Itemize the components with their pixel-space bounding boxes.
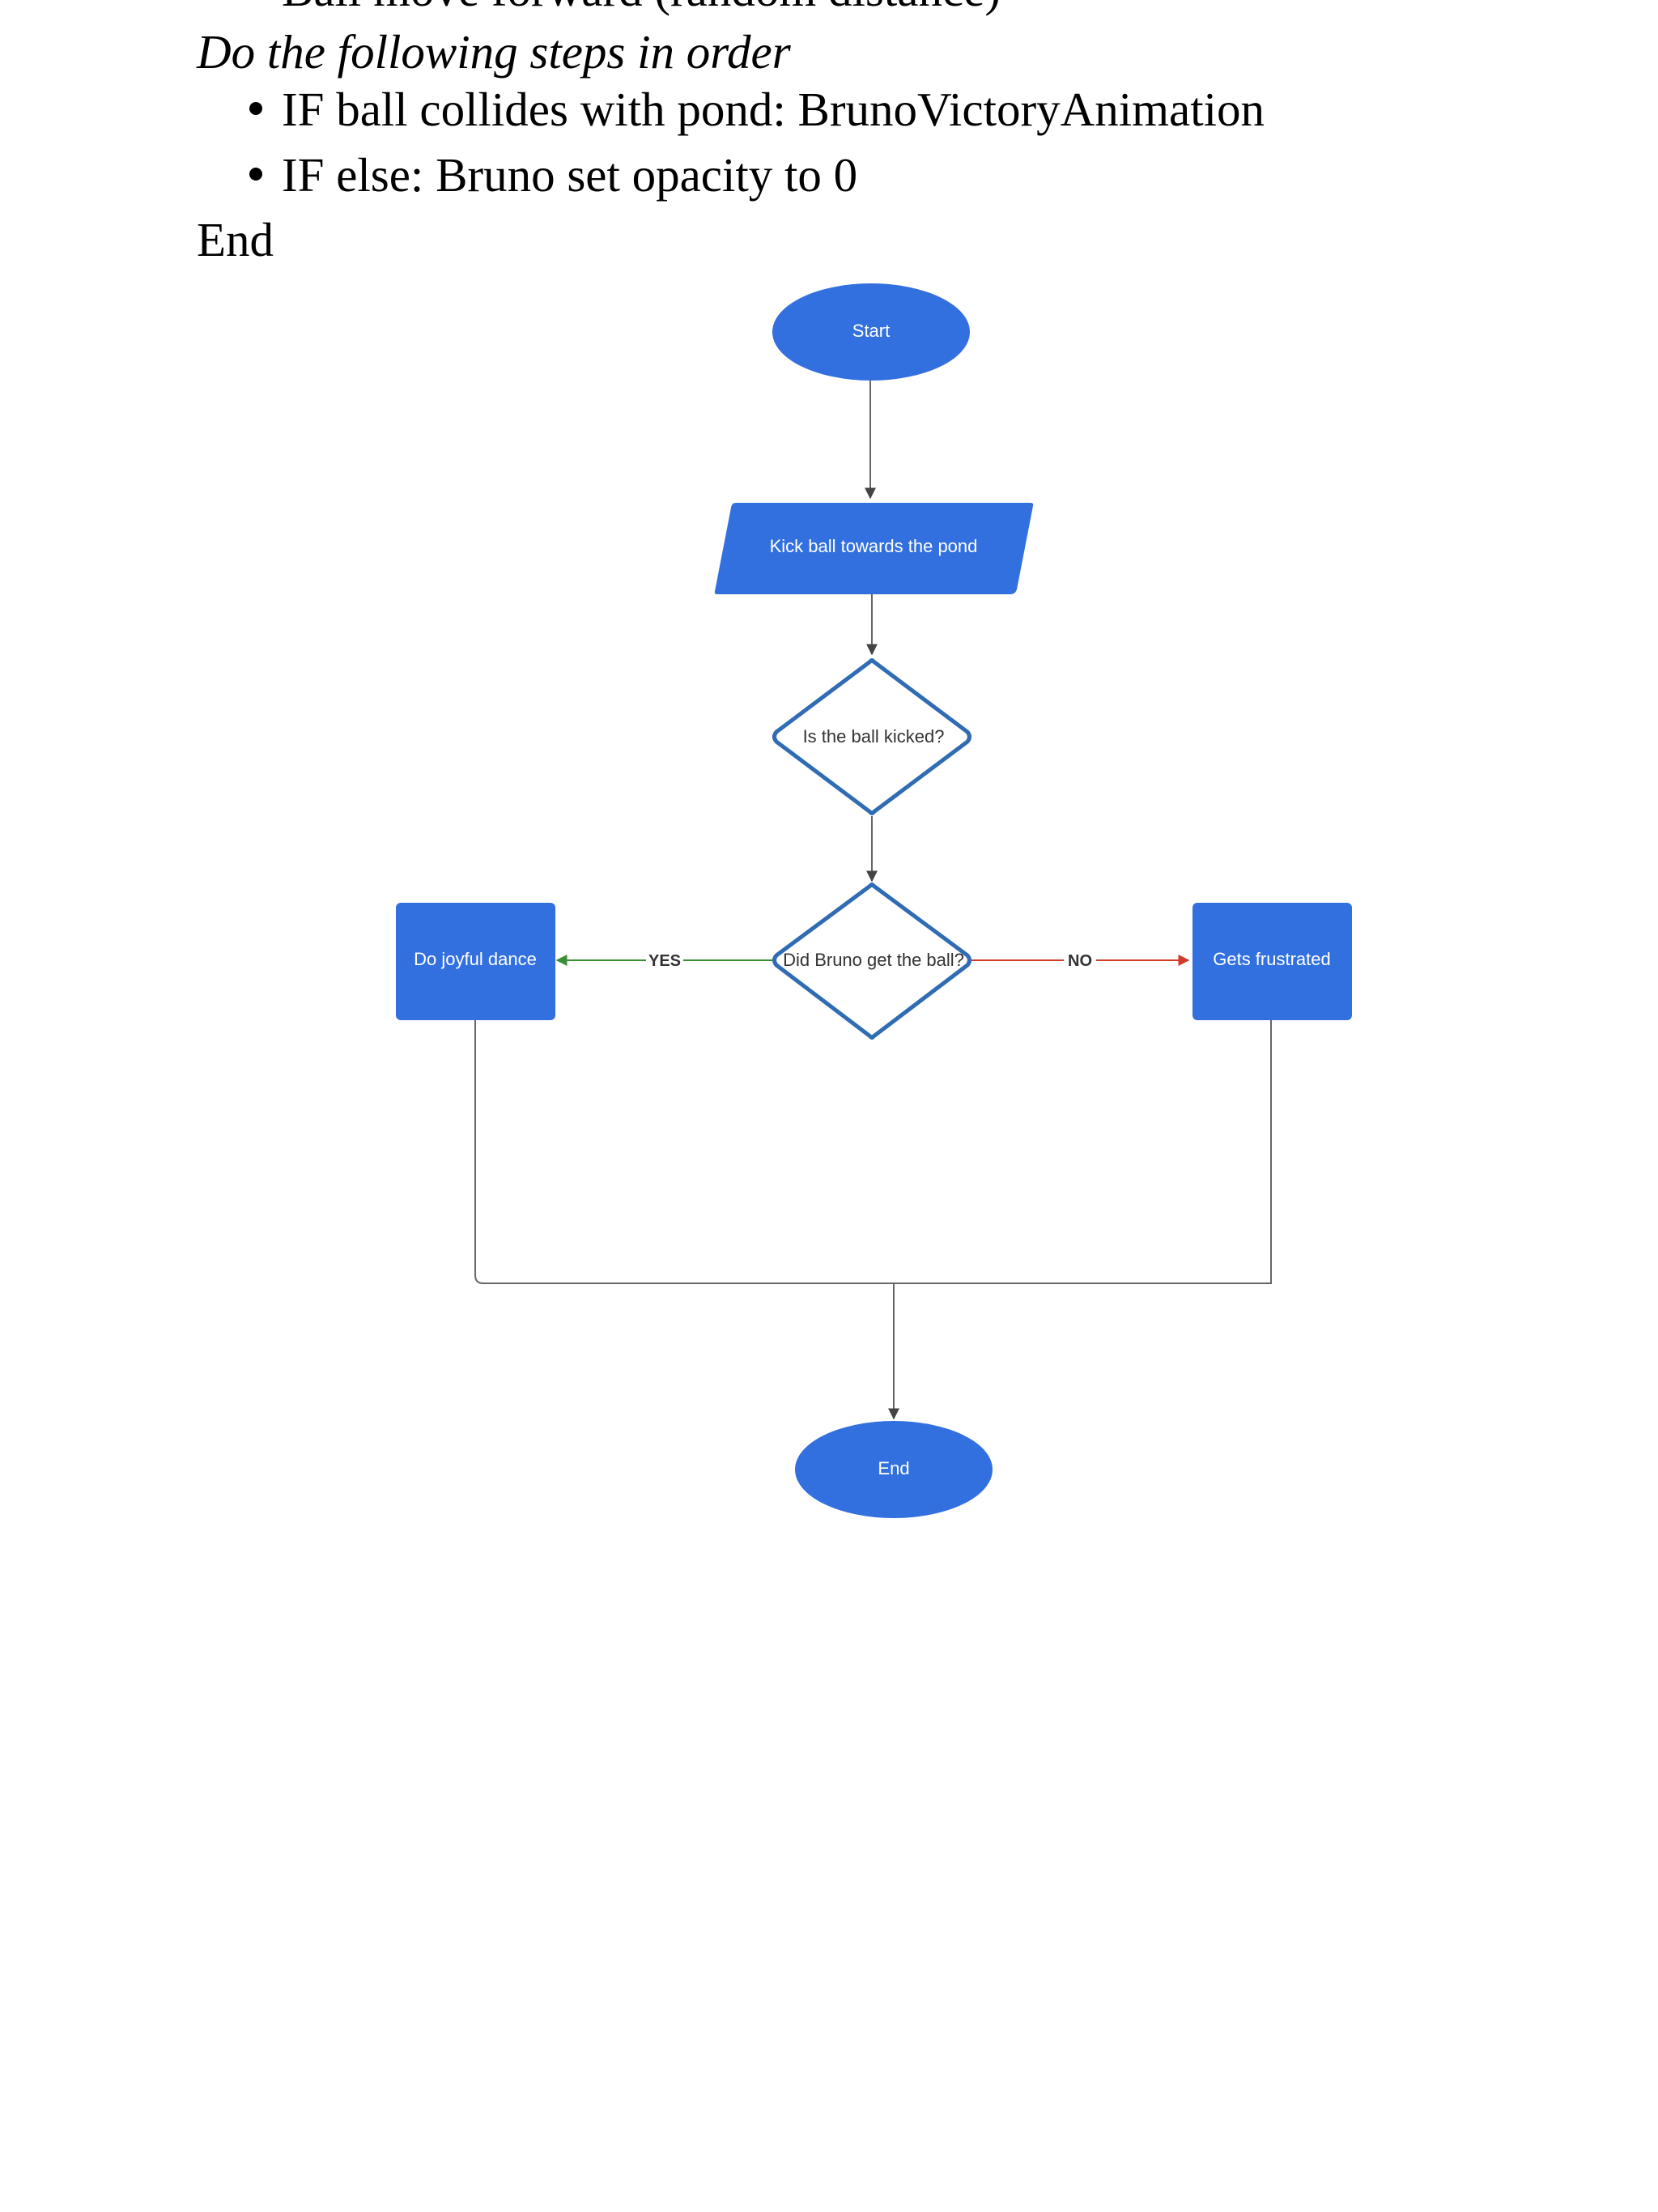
decision-bruno-got-ball: Did Bruno get the ball?	[772, 883, 971, 1040]
decision-ball-kicked-label: Is the ball kicked?	[803, 726, 945, 747]
end-node-label: End	[878, 1458, 909, 1478]
input-node-label: Kick ball towards the pond	[770, 536, 978, 556]
bullet-dot	[249, 102, 262, 115]
end-node: End	[795, 1421, 993, 1518]
end-text: End	[197, 213, 274, 266]
edge-yes-label: YES	[648, 952, 681, 970]
no-action-node: Gets frustrated	[1192, 903, 1352, 1020]
bullet-item-2: IF else: Bruno set opacity to 0	[282, 148, 858, 202]
no-action-label: Gets frustrated	[1213, 949, 1331, 969]
start-node: Start	[772, 283, 970, 381]
edge-no-label-bg	[1064, 950, 1096, 971]
edge-yes-label-bg	[646, 950, 683, 971]
decision-ball-kicked: Is the ball kicked?	[772, 658, 971, 815]
bullet-dot	[249, 168, 262, 181]
input-node: Kick ball towards the pond	[714, 503, 1034, 594]
steps-heading: Do the following steps in order	[197, 25, 791, 79]
bullet-item-1: IF ball collides with pond: BrunoVictory…	[282, 83, 1265, 136]
start-node-label: Start	[852, 321, 890, 341]
edge-no-label: NO	[1068, 952, 1092, 970]
yes-action-label: Do joyful dance	[414, 949, 537, 969]
edge-yes-action-to-merge	[474, 1020, 893, 1284]
yes-action-node: Do joyful dance	[396, 903, 555, 1020]
edge-no-action-to-merge	[893, 1020, 1272, 1284]
partial-top-line: Ball move forward (random distance)	[282, 0, 1001, 18]
decision-bruno-got-ball-label: Did Bruno get the ball?	[783, 950, 964, 970]
